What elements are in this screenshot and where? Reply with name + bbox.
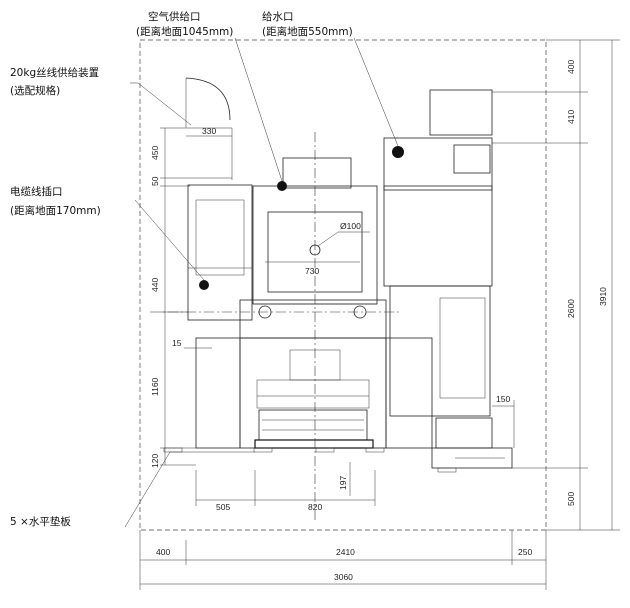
dim-feeder-width: 330 (202, 126, 216, 136)
air-port-title: 空气供给口 (148, 11, 201, 23)
water-port-label: 给水口 (262, 11, 294, 24)
dim-left-clearance: 400 (156, 547, 170, 557)
central-column (239, 157, 387, 339)
dim-machine-width: 2410 (336, 547, 355, 557)
dim-feeder-height: 450 (150, 146, 160, 160)
right-base-cabinet (431, 417, 513, 469)
water-port-marker (392, 146, 404, 158)
wire-feeder-label: 20kg丝线供给装置 (选配规格) (10, 67, 99, 98)
dim-hole-diameter: Ø100 (340, 221, 361, 231)
cable-inlet-height: (距离地面170mm) (10, 205, 101, 218)
installation-boundary (139, 39, 547, 531)
water-port-height: (距离地面550mm) (262, 26, 353, 38)
wire-feeder-title: 20kg丝线供给装置 (10, 67, 100, 79)
air-port-height: (距离地面1045mm) (136, 26, 234, 38)
dim-feeder-gap: 50 (150, 176, 160, 186)
dimension-lines (139, 39, 620, 590)
dim-hole-offset: 730 (305, 266, 319, 276)
dim-overall-width: 3060 (334, 572, 353, 582)
dim-right-main: 2600 (566, 299, 576, 318)
dim-right-top: 400 (566, 60, 576, 74)
dim-pad-span: 820 (308, 502, 322, 512)
leader-lines (124, 37, 399, 528)
dim-table-height: 1160 (150, 377, 160, 396)
dim-pad-offset-left: 505 (216, 502, 230, 512)
machine-body (195, 337, 433, 449)
left-housing (187, 184, 253, 321)
dim-right-second: 410 (566, 110, 576, 124)
wire-feeder-option: (选配规格) (10, 85, 61, 98)
dim-cable-height: 440 (150, 278, 160, 292)
dim-pad-height: 197 (338, 476, 348, 490)
leveling-pads-label: 5 ×水平垫板 (10, 516, 71, 528)
wire-feeder-unit (185, 77, 233, 180)
dim-small-offset: 15 (172, 338, 182, 348)
cable-inlet-title: 电缆线插口 (10, 186, 63, 198)
dim-right-offset: 150 (496, 394, 510, 404)
leveling-pads (163, 447, 457, 473)
water-port-title: 给水口 (262, 11, 294, 23)
cable-inlet-marker (199, 280, 209, 290)
air-port-marker (277, 181, 287, 191)
dim-right-clearance: 250 (518, 547, 532, 557)
air-port-label: 空气供给口 (148, 11, 201, 24)
dim-base-height: 120 (150, 454, 160, 468)
dim-right-bottom: 500 (566, 492, 576, 506)
dim-overall-height: 3910 (598, 287, 608, 306)
cable-inlet-label: 电缆线插口 (距离地面170mm) (10, 186, 101, 218)
control-tower (383, 89, 493, 417)
